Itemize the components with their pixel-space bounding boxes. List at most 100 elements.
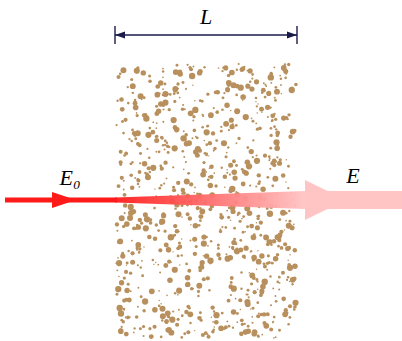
scatterer-dot <box>255 97 258 100</box>
scatterer-dot <box>121 252 124 255</box>
scatterer-dot <box>248 68 253 73</box>
scatterer-dot <box>158 150 161 153</box>
scatterer-dot <box>272 239 277 244</box>
scatterer-dot <box>219 230 222 233</box>
scatterer-dot <box>174 225 177 228</box>
scatterer-dot <box>142 113 146 117</box>
scatterer-dot <box>274 89 280 95</box>
scatterer-dot <box>177 71 183 77</box>
scatterer-dot <box>278 329 281 332</box>
scatterer-dot <box>215 313 218 316</box>
scatterer-dot <box>272 158 277 163</box>
scatterer-dot <box>280 246 284 250</box>
scatterer-dot <box>191 137 193 139</box>
scatterer-dot <box>152 259 155 262</box>
scatterer-dot <box>130 251 134 255</box>
scatterer-dot <box>149 288 155 294</box>
scatterer-dot <box>197 290 200 293</box>
scatterer-dot <box>199 219 202 222</box>
scatterer-dot <box>192 107 198 113</box>
scatterer-dot <box>263 82 265 84</box>
scatterer-dot <box>238 63 240 65</box>
scatterer-dot <box>213 310 215 312</box>
scatterer-dot <box>288 220 291 223</box>
scatterer-dot <box>240 318 244 322</box>
scatterer-dot <box>237 137 240 140</box>
scatterer-dot <box>170 317 173 320</box>
scatterer-dot <box>270 304 272 306</box>
scatterer-dot <box>154 188 155 189</box>
scatterer-dot <box>268 76 270 78</box>
scatterer-dot <box>251 77 253 79</box>
scatterer-dot <box>130 78 133 81</box>
scatterer-dot <box>233 227 236 230</box>
scatterer-dot <box>280 77 283 80</box>
scatterer-dot <box>263 235 269 241</box>
scatterer-dot <box>201 212 202 213</box>
scatterer-dot <box>152 121 154 123</box>
scatterer-dot <box>262 278 268 284</box>
scatterer-dot <box>187 269 191 273</box>
scatterer-dot <box>198 69 203 74</box>
scatterer-dot <box>158 300 159 301</box>
scatterer-dot <box>138 186 140 188</box>
scatterer-dot <box>124 309 126 311</box>
scatterer-dot <box>234 108 240 114</box>
scatterer-dot <box>287 276 290 279</box>
scatterer-dot <box>172 86 178 92</box>
scatterer-dot <box>186 64 188 66</box>
scatterer-dot <box>268 155 271 158</box>
scatterer-dot <box>256 301 259 304</box>
scatterer-dot <box>266 242 270 246</box>
scatterer-dot <box>265 105 270 110</box>
scatterer-dot <box>123 193 127 197</box>
scatterer-dot <box>221 140 227 146</box>
scatterer-dot <box>133 105 139 111</box>
scatterer-dot <box>255 186 257 188</box>
scatterer-dot <box>226 321 228 323</box>
scatterer-dot <box>189 239 191 241</box>
scatterer-dot <box>230 219 232 221</box>
scatterer-dot <box>287 265 293 271</box>
scatterer-dot <box>152 307 158 313</box>
scatterer-dot <box>287 187 289 189</box>
scatterer-dot <box>259 289 264 294</box>
scatterer-dot <box>136 142 139 145</box>
scatterer-dot <box>229 70 235 76</box>
scatterer-dot <box>134 68 140 74</box>
scatterer-dot <box>255 225 260 230</box>
scatterer-dot <box>190 224 191 225</box>
scatterer-dot <box>241 182 246 187</box>
scatterer-dot <box>182 104 184 106</box>
scatterer-dot <box>142 325 145 328</box>
scatterer-dot <box>161 137 163 139</box>
scatterer-dot <box>196 206 200 210</box>
scatterer-dot <box>194 100 196 102</box>
scatterer-dot <box>225 155 228 158</box>
scatterer-dot <box>238 298 242 302</box>
scatterer-dot <box>252 307 255 310</box>
scatterer-dot <box>199 311 202 314</box>
scatterer-dot <box>204 129 210 135</box>
scatterer-dot <box>158 290 160 292</box>
scatterer-dot <box>124 118 128 122</box>
scatterer-dot <box>228 284 233 289</box>
scatterer-dot <box>161 213 166 218</box>
scatterer-dot <box>166 295 168 297</box>
scatterer-dot <box>249 224 254 229</box>
scatterer-dot <box>286 311 289 314</box>
scatterer-dot <box>239 239 242 242</box>
scatterer-dot <box>228 129 230 131</box>
scatterer-dot <box>257 103 258 104</box>
scatterer-dot <box>134 177 136 179</box>
scatterer-dot <box>263 262 266 265</box>
scatterer-dot <box>281 173 286 178</box>
scatterer-dot <box>208 176 210 178</box>
scatterer-dot <box>201 243 203 245</box>
scatterer-dot <box>208 141 212 145</box>
scatterer-dot <box>189 182 193 186</box>
scatterer-dot <box>226 210 228 212</box>
scatterer-dot <box>174 207 176 209</box>
scatterer-dot <box>138 251 140 253</box>
scatterer-dot <box>130 290 132 292</box>
